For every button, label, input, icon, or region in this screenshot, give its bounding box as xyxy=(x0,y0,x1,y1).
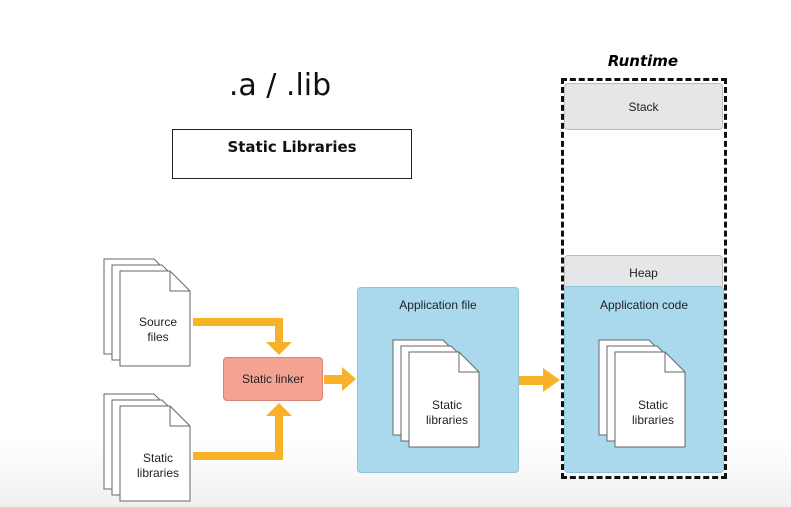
application-code-doc-label-line1: Static xyxy=(637,398,668,412)
linker-to-application-file-arrow-right-icon xyxy=(324,367,356,391)
title-box: Static Libraries xyxy=(172,129,412,179)
application-file-doc-label-line2: libraries xyxy=(425,413,468,427)
heap-label: Heap xyxy=(629,266,658,280)
application-code-title: Application code xyxy=(599,298,689,312)
application-code-document-stack-icon xyxy=(598,339,686,448)
source-to-linker-arrow-down-icon xyxy=(193,318,292,355)
application-code-doc-label: Static libraries xyxy=(615,398,691,428)
application-code-doc-label-line2: libraries xyxy=(631,413,674,427)
input-static-libraries-label-line2: libraries xyxy=(136,466,179,480)
static-linker-label: Static linker xyxy=(241,372,305,386)
input-static-libraries-label: Static libraries xyxy=(120,451,196,481)
stack-label: Stack xyxy=(628,100,659,114)
input-static-libraries-label-line1: Static xyxy=(142,451,173,465)
libraries-to-linker-arrow-up-icon xyxy=(193,403,292,460)
application-file-title: Application file xyxy=(399,298,477,312)
input-static-libraries-document-stack-icon xyxy=(103,393,191,502)
slide-heading: .a / .lib xyxy=(228,68,332,103)
source-files-label: Source files xyxy=(120,315,196,345)
source-files-label-line1: Source xyxy=(138,315,178,329)
application-file-doc-label-line1: Static xyxy=(431,398,462,412)
source-files-document-stack-icon xyxy=(103,258,191,367)
runtime-border xyxy=(561,78,727,479)
application-file-to-runtime-arrow-right-icon xyxy=(519,368,560,392)
application-file-doc-label: Static libraries xyxy=(409,398,485,428)
runtime-title: Runtime xyxy=(607,52,679,70)
application-file-document-stack-icon xyxy=(392,339,480,448)
static-linker-box: Static linker xyxy=(223,357,323,401)
source-files-label-line2: files xyxy=(147,330,169,344)
stack-segment: Stack xyxy=(564,83,723,130)
